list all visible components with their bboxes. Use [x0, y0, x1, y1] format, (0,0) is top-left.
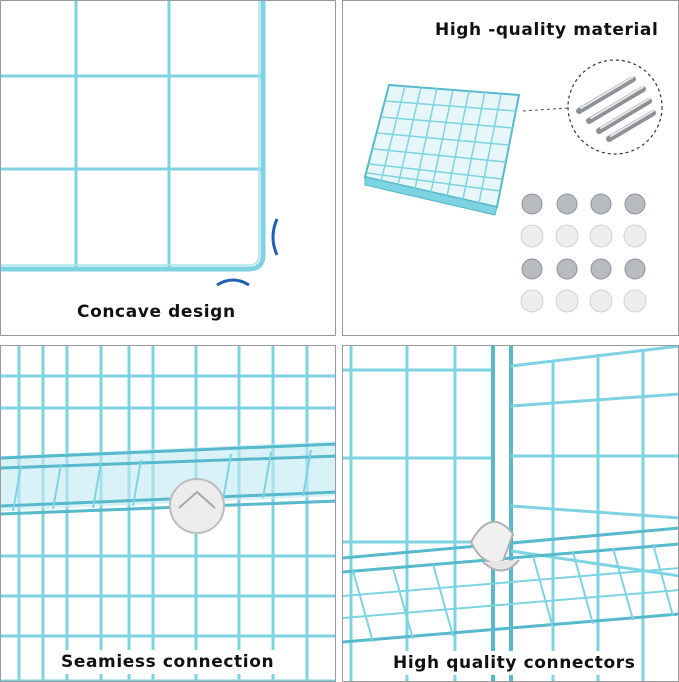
- connector-closeup-illustration: [343, 346, 678, 681]
- panel-seamless-connection: Seamiess connection: [0, 345, 336, 682]
- grid-corner-illustration: [1, 1, 279, 287]
- material-illustration: [363, 59, 663, 313]
- caption-concave-design: Concave design: [71, 300, 242, 324]
- caption-high-quality-material: High -quality material: [429, 18, 665, 42]
- caption-high-quality-connectors: High quality connectors: [387, 651, 642, 675]
- caption-seamless-connection: Seamiess connection: [55, 650, 281, 674]
- panel-concave-design: Concave design: [0, 0, 336, 336]
- shelf-connection-illustration: [1, 346, 335, 681]
- connector-pieces: [521, 193, 646, 280]
- panel-high-quality-connectors: High quality connectors: [342, 345, 679, 682]
- panel-high-quality-material: High -quality material: [342, 0, 679, 336]
